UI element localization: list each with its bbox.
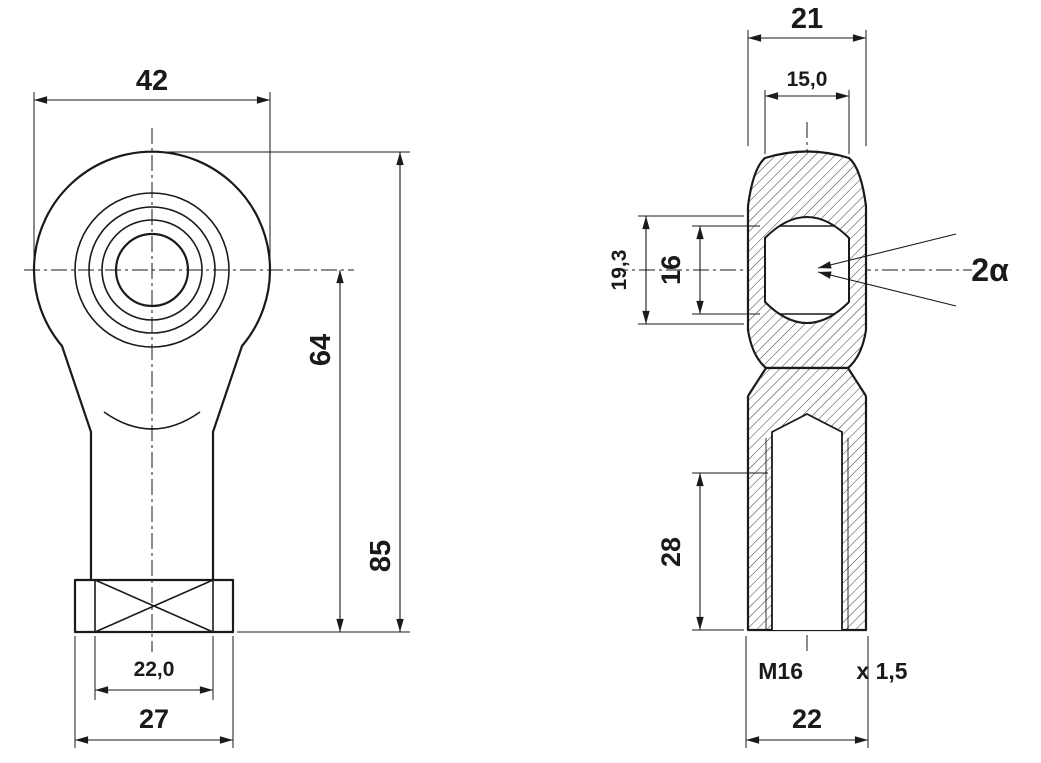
front-view-centerlines [24,128,354,652]
thread-size-label: M16 [758,658,803,684]
housing-outline [746,150,868,370]
dim-ball-diameter-value: 19,3 [608,250,631,291]
thread-designation: M16 x 1,5 [755,655,912,688]
bore-circle [114,232,190,308]
dim-head-thickness: 21 [747,3,867,146]
dim-ball-width: 15,0 [764,68,850,154]
side-view-body [746,150,868,632]
ball-chamfer-circle [101,219,203,321]
dim-head-width-value: 42 [136,65,168,97]
dim-base-inner-width: 22,0 [94,636,214,700]
dim-shank-width-value: 22 [792,704,822,734]
hex-base-outline [73,578,235,634]
thread-hole [771,412,843,630]
dim-misalignment-angle: 2α [817,233,1009,307]
dim-ball-diameter: 19,3 [608,215,744,325]
angle-line-lower [817,271,957,307]
neck-outline [747,366,867,397]
neck-seam-arc [103,411,201,430]
dim-bore-diameter-value: 16 [656,255,686,285]
dim-ball-width-value: 15,0 [787,68,828,91]
dim-total-height: 85 [156,151,410,632]
dim-base-width-value: 27 [139,704,169,734]
front-body-outline [32,150,272,580]
dim-shank-width: 22 [745,636,869,748]
ball-face [764,216,850,324]
thread-pitch-label: x 1,5 [856,658,907,684]
hex-cross-line-2 [94,579,214,633]
outer-race-circle [74,192,230,348]
dim-thread-depth: 28 [656,472,768,631]
angle-line-upper [817,233,957,269]
front-view-body [32,150,272,634]
dim-base-width: 27 [74,636,234,748]
race-seam-circle [88,206,216,334]
dim-center-to-base-value: 64 [305,334,337,366]
side-view: 21 15,0 19,3 16 2α [608,3,1009,748]
dim-head-thickness-value: 21 [791,3,823,35]
dim-thread-depth-value: 28 [656,537,686,567]
dim-total-height-value: 85 [365,540,397,572]
dim-head-width: 42 [33,65,271,258]
dim-misalignment-angle-value: 2α [971,252,1009,288]
dim-center-to-base: 64 [237,270,410,633]
dim-bore-diameter: 16 [656,225,760,315]
front-view: 42 64 85 22,0 27 [24,65,410,748]
dim-base-inner-width-value: 22,0 [134,658,175,681]
